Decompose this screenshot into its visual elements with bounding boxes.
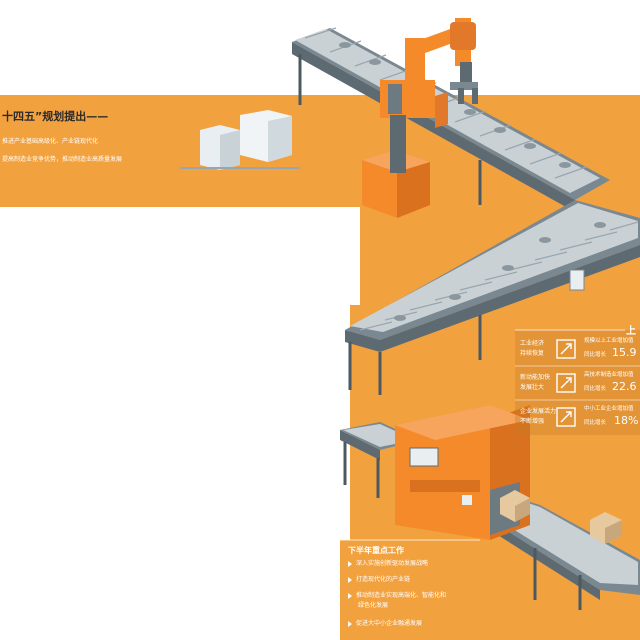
stat-value: 15.9 <box>612 346 637 359</box>
stat-desc: 高技术制造业增加值 <box>584 372 634 378</box>
bullet-triangle-icon <box>348 576 352 583</box>
bottom-panel-bg <box>340 539 480 640</box>
priority-text: 推动制造业实现高端化、智能化和 <box>356 592 447 599</box>
priority-item: 推动制造业实现高端化、智能化和 <box>348 592 446 600</box>
cardboard-boxes <box>180 110 300 170</box>
plan-line-1: 推进产业基础高级化、产业链现代化 <box>2 138 99 145</box>
priority-text: 深入实施创新驱动发展战略 <box>356 560 429 567</box>
middle-conveyor <box>345 200 640 395</box>
stat-desc: 规模以上工业增加值 <box>584 338 634 344</box>
stat-value: 22.6 <box>612 380 637 393</box>
stat-label-line: 不断增强 <box>520 418 545 425</box>
conveyor-boxes <box>500 490 622 544</box>
stats-header: 上 <box>626 326 636 337</box>
priority-text: 打造现代化的产业链 <box>356 576 411 583</box>
stat-label-line: 工业经济 <box>520 340 545 347</box>
stat-label-line: 持续恢复 <box>520 350 545 357</box>
machine-base <box>362 115 430 218</box>
priority-item: 促进大中小企业融通发展 <box>348 620 422 628</box>
priorities-title: 下半年重点工作 <box>348 546 404 555</box>
stat-label-line: 企业发展活力 <box>520 408 557 415</box>
stat-desc2: 同比增长 <box>584 386 607 392</box>
robot-arm <box>380 18 478 128</box>
plan-headline: 十四五”规划提出—— <box>2 110 109 123</box>
plan-line-2: 提高制造业竞争优势，推动制造业高质量发展 <box>2 156 123 163</box>
priority-item: 打造现代化的产业链 <box>348 576 410 584</box>
stat-value: 18% <box>614 414 639 427</box>
stat-label-line: 新动能加快 <box>520 374 551 381</box>
bullet-triangle-icon <box>348 592 352 599</box>
inspection-machine <box>395 405 530 540</box>
stat-label-line: 发展壮大 <box>520 384 545 391</box>
trend-arrows <box>556 339 576 427</box>
stat-desc2: 同比增长 <box>584 420 607 426</box>
bullet-triangle-icon <box>348 560 352 567</box>
bullet-triangle-icon <box>348 620 352 627</box>
stat-desc: 中小工业企业增加值 <box>584 406 634 412</box>
priority-text-cont: 绿色化发展 <box>358 602 389 609</box>
stat-desc2: 同比增长 <box>584 352 607 358</box>
priority-text: 促进大中小企业融通发展 <box>356 620 423 627</box>
stats-panel-bg <box>515 329 640 435</box>
priority-item: 深入实施创新驱动发展战略 <box>348 560 428 568</box>
